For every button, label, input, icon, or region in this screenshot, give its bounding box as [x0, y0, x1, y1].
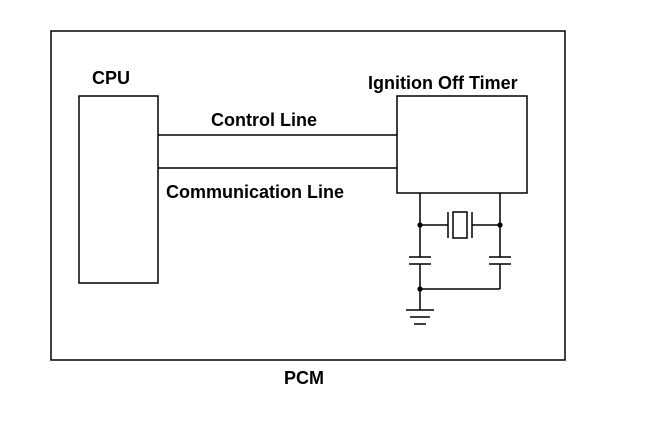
timer-label: Ignition Off Timer	[368, 73, 518, 93]
crystal-symbol	[447, 211, 473, 239]
pcm-label: PCM	[284, 368, 324, 388]
ground-symbol	[406, 309, 434, 325]
pcm-boundary	[50, 30, 566, 361]
capacitor-right	[489, 256, 511, 265]
timer-block	[396, 95, 528, 194]
communication-line-label: Communication Line	[166, 182, 344, 202]
capacitor-left	[409, 256, 431, 265]
cpu-label: CPU	[92, 68, 130, 88]
oscillator-circuit	[406, 193, 511, 325]
junction-dots	[417, 222, 503, 292]
control-line-label: Control Line	[211, 110, 317, 130]
cpu-block	[78, 95, 159, 284]
